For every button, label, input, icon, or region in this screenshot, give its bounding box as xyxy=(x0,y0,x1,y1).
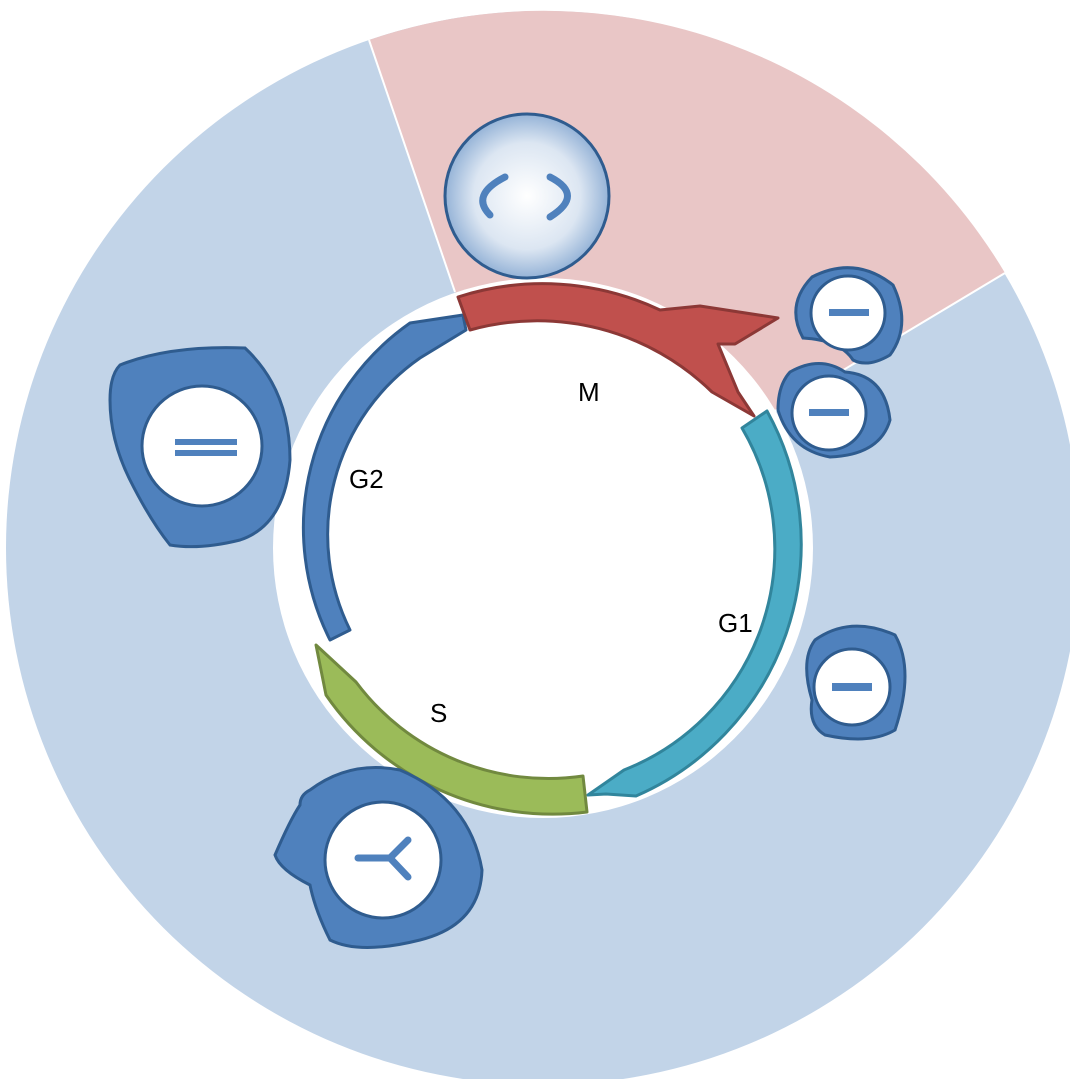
g2-cell-icon xyxy=(108,346,292,549)
s-phase-cell-icon xyxy=(273,766,484,949)
phase-arrow-m xyxy=(456,282,780,418)
g1-cell-icon xyxy=(805,624,907,741)
cycle-center xyxy=(273,278,813,818)
mitotic-cell-icon xyxy=(443,112,611,280)
phase-label-g2: G2 xyxy=(349,464,384,494)
phase-label-m: M xyxy=(578,377,600,407)
daughter-cell-icon xyxy=(776,362,892,459)
sector-edge xyxy=(368,39,456,293)
phase-label-g1: G1 xyxy=(718,608,753,638)
phase-label-s: S xyxy=(430,698,447,728)
daughter-cell-icon xyxy=(794,266,904,365)
phase-arrow-g1 xyxy=(586,409,803,798)
phase-arrow-s xyxy=(314,643,589,816)
